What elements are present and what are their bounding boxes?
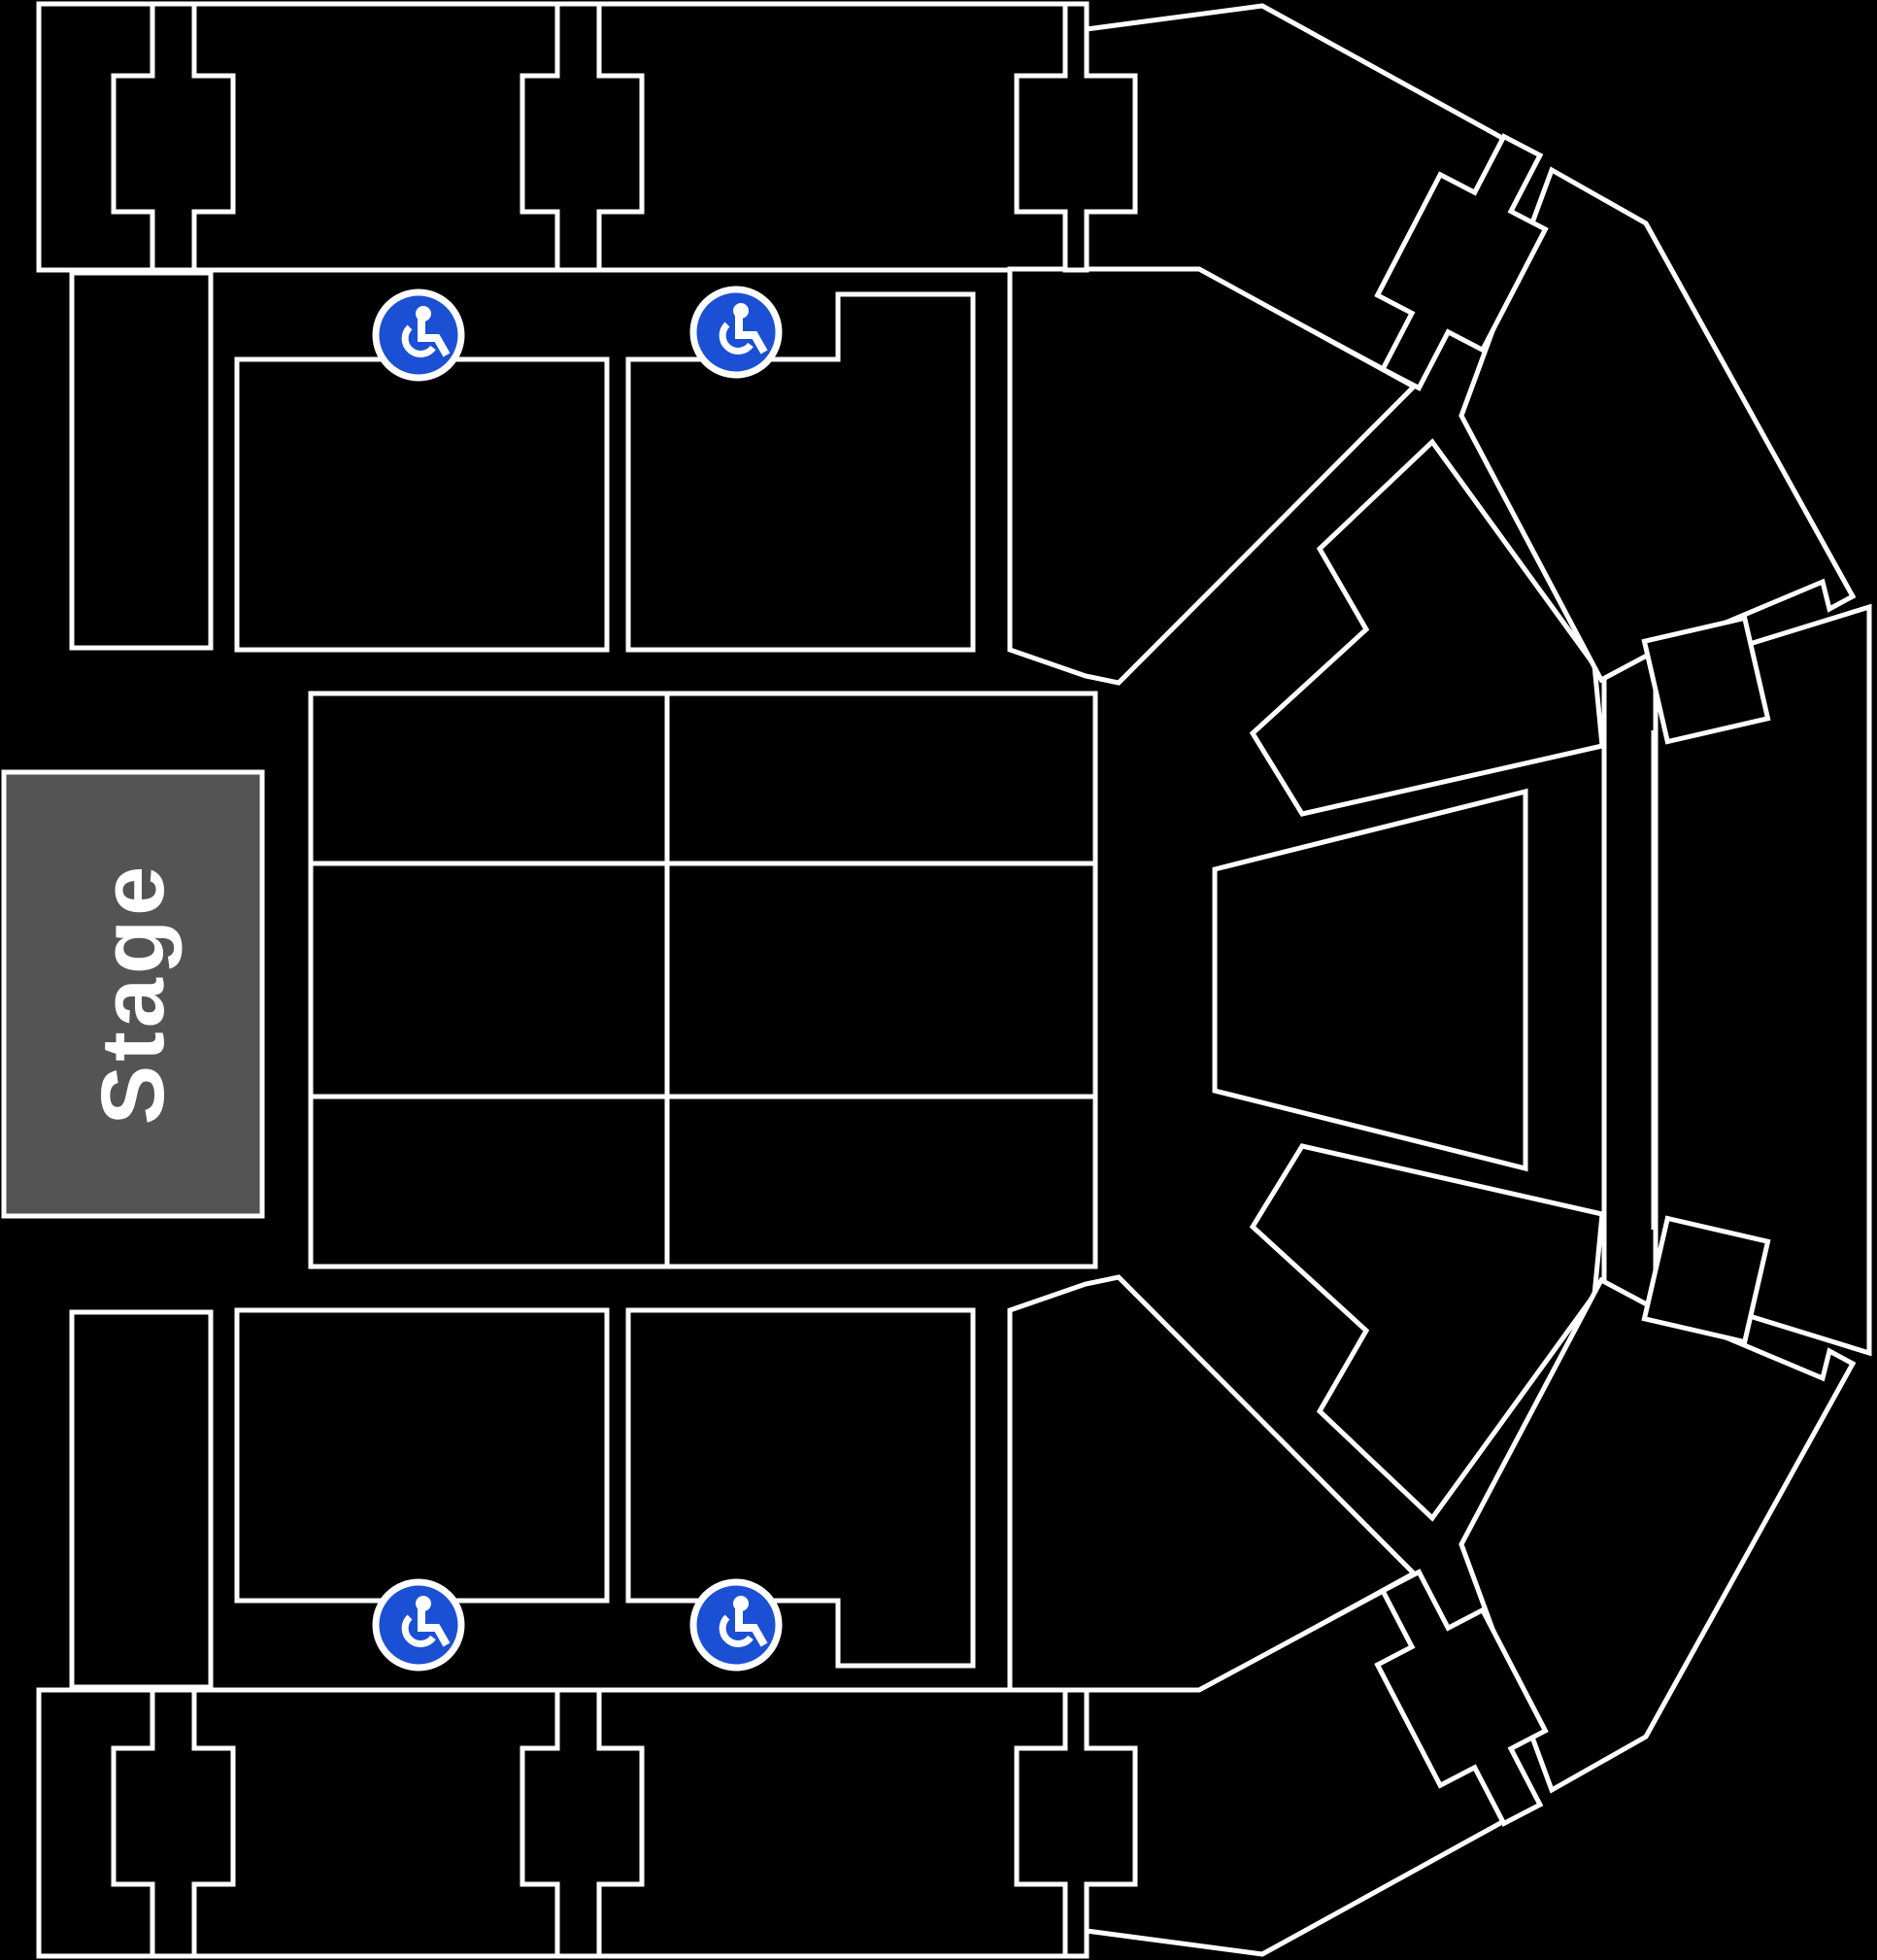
section-fan-outer-top[interactable] (1458, 166, 1857, 684)
stage-label: Stage (84, 862, 183, 1126)
tunnel-far-right-top (1641, 615, 1771, 745)
tunnel-top-1 (111, 1, 236, 273)
section-upper-mid-left[interactable] (234, 356, 610, 653)
section-upper-mid-right[interactable] (625, 291, 976, 653)
tunnel-top-2 (520, 1, 645, 273)
section-fan-outer-bottom[interactable] (1458, 1276, 1857, 1794)
tunnel-fan-top (1374, 133, 1549, 391)
floor-grid[interactable] (308, 691, 1098, 1269)
wheelchair-icon[interactable] (376, 292, 461, 378)
section-lower-mid-left[interactable] (234, 1307, 610, 1604)
tunnel-far-right-bottom (1641, 1215, 1771, 1345)
stage: Stage (1, 769, 265, 1219)
wheelchair-icon[interactable] (376, 1582, 461, 1668)
section-bottom-center-left[interactable] (191, 1687, 560, 1959)
section-fan-inner-top[interactable] (1249, 438, 1605, 817)
stage-rect (1, 769, 265, 1219)
tunnel-bottom-2 (520, 1687, 645, 1959)
section-rear-center-wedge[interactable] (1212, 788, 1528, 1172)
section-upper-left-narrow[interactable] (69, 270, 214, 651)
section-lower-mid-right[interactable] (625, 1307, 976, 1669)
section-top-center-left[interactable] (191, 1, 560, 273)
section-lower-left-narrow[interactable] (69, 1309, 214, 1690)
section-upper-right-angled[interactable] (1007, 266, 1419, 686)
section-fan-inner-bottom[interactable] (1249, 1143, 1605, 1522)
section-bottom-center[interactable] (596, 1687, 1068, 1959)
tunnel-bottom-1 (111, 1687, 236, 1959)
wheelchair-icon[interactable] (693, 1582, 779, 1668)
tunnel-bottom-3 (1014, 1687, 1138, 1959)
section-top-center[interactable] (596, 1, 1068, 273)
tunnel-fan-bottom (1374, 1569, 1549, 1827)
floor-outline[interactable] (308, 691, 1098, 1269)
tunnel-top-3 (1014, 1, 1138, 273)
wheelchair-icon[interactable] (693, 289, 779, 375)
